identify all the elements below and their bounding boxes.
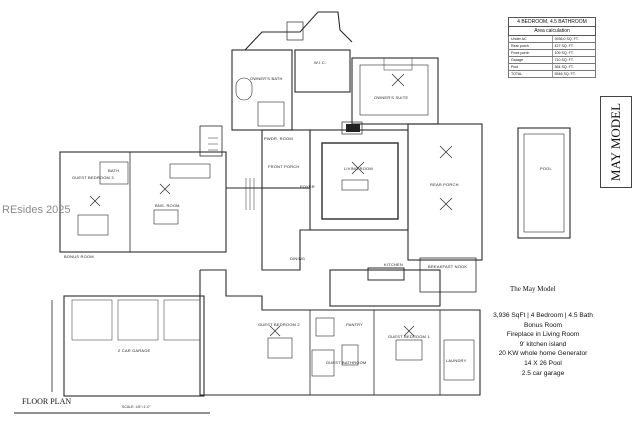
area-row-value: 5546 SQ. FT. bbox=[554, 72, 576, 76]
feature-item: 14 X 26 Pool bbox=[524, 359, 562, 367]
room-label-guest-bath: GUEST BATHROOM bbox=[326, 360, 366, 365]
bonus-wing bbox=[59, 151, 227, 253]
feature-item: 2.5 car garage bbox=[521, 369, 565, 377]
feature-item: Bonus Room bbox=[523, 321, 563, 329]
feature-item: 9' kitchen island bbox=[519, 340, 567, 348]
room-label-bonus-inner: BNS. ROOM bbox=[155, 203, 180, 208]
feature-list: 3,936 SqFt | 4 Bedroom | 4.5 Bath Bonus … bbox=[478, 311, 608, 378]
room-label-pool: POOL bbox=[540, 166, 552, 171]
wic-room bbox=[294, 49, 351, 93]
area-row-value: 427 SQ. FT. bbox=[554, 44, 574, 48]
scale-label: SCALE: 1/8"=1'-0" bbox=[122, 405, 151, 409]
feature-item: Fireplace in Living Room bbox=[506, 331, 580, 339]
area-row-label: Garage bbox=[509, 57, 553, 63]
area-row-label: TOTAL bbox=[509, 71, 553, 77]
garage bbox=[63, 295, 205, 397]
area-row-label: Under AC bbox=[509, 36, 553, 42]
room-label-foyer: FOYER bbox=[300, 184, 315, 189]
room-label-breakfast-nook: BREAKFAST NOOK bbox=[428, 264, 467, 269]
side-title: MAY MODEL bbox=[608, 102, 623, 182]
room-label-dining: DINING bbox=[290, 256, 305, 261]
area-calculation-table: 4 BEDROOM, 4.5 BATHROOM Area calculation… bbox=[508, 17, 596, 78]
kitchen bbox=[329, 269, 441, 307]
room-label-bath: BATH bbox=[108, 168, 119, 173]
floor-plan-label: FLOOR PLAN bbox=[22, 397, 72, 406]
feature-item: 3,936 SqFt | 4 Bedroom | 4.5 Bath bbox=[493, 312, 593, 319]
room-label-guest-bedroom-1: GUEST BEDROOM 1 bbox=[388, 334, 430, 339]
area-table-subheader: Area calculation bbox=[508, 27, 596, 36]
room-label-guest-bedroom-3: GUEST BEDROOM 3 bbox=[72, 175, 114, 180]
area-row-label: Front porch bbox=[509, 50, 553, 56]
room-label-pantry: PANTRY bbox=[346, 322, 363, 327]
pool bbox=[517, 127, 571, 239]
room-label-guest-bedroom-2: GUEST BEDROOM 2 bbox=[258, 322, 300, 327]
model-title: The May Model bbox=[510, 285, 556, 293]
owners-bath-room bbox=[231, 49, 293, 131]
room-label-rear-porch: REAR PORCH bbox=[430, 182, 459, 187]
owners-suite-room bbox=[351, 57, 439, 125]
room-label-laundry: LAUNDRY bbox=[446, 358, 467, 363]
room-label-owners-suite: OWNER'S SUITE bbox=[374, 95, 408, 100]
area-row-value: 109 SQ. FT. bbox=[554, 51, 574, 55]
side-title-box: MAY MODEL bbox=[600, 96, 632, 188]
room-label-owners-bath: OWNER'S BATH bbox=[250, 76, 283, 81]
area-row-label: Rear porch bbox=[509, 43, 553, 49]
room-label-bonus-room: BONUS ROOM bbox=[64, 254, 94, 259]
room-label-powder: PWDR. ROOM bbox=[264, 136, 293, 141]
room-label-garage: 2 CAR GARAGE bbox=[118, 348, 151, 353]
area-row-value: 710 SQ. FT. bbox=[554, 58, 574, 62]
feature-item: 20 KW whole home Generator bbox=[498, 350, 588, 358]
room-label-kitchen: KITCHEN bbox=[384, 262, 403, 267]
area-row-value: 364 SQ. FT. bbox=[554, 65, 574, 69]
watermark: REsides 2025 bbox=[2, 204, 71, 216]
room-label-wic: W.I.C. bbox=[314, 60, 326, 65]
area-row-value: 3936.0 SQ. FT. bbox=[554, 37, 579, 41]
area-table-header: 4 BEDROOM, 4.5 BATHROOM bbox=[508, 17, 596, 27]
room-label-front-porch: FRONT PORCH bbox=[268, 164, 299, 169]
rear-porch bbox=[407, 123, 483, 261]
room-label-living-room: LIVING ROOM bbox=[344, 166, 373, 171]
area-row-label: Pool bbox=[509, 64, 553, 70]
